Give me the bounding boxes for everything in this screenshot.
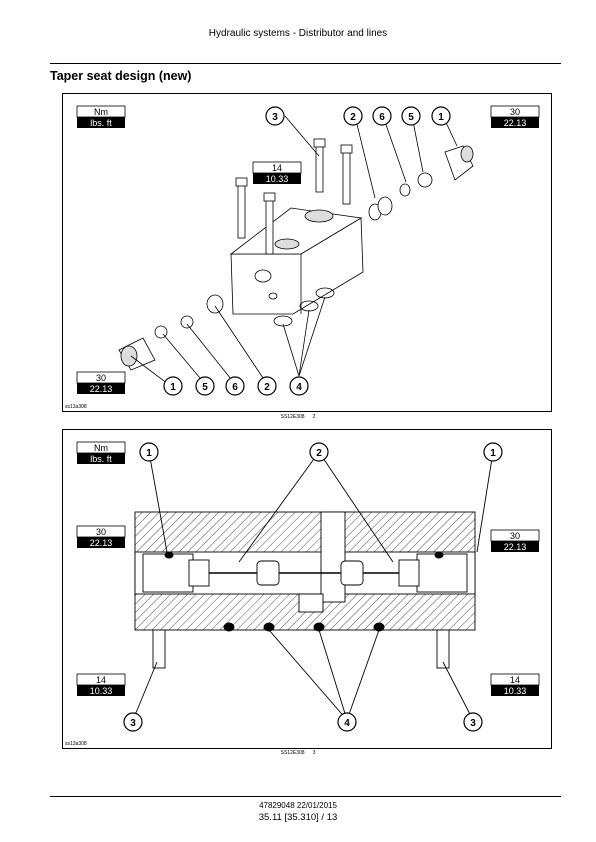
unit-legend: Nm lbs. ft 30 22.13 14 10.33 30 22.13 [76,105,540,394]
callout-top-2: 2 [350,112,356,123]
page-header-title: Hydraulic systems - Distributor and line… [208,28,388,39]
figure-1-caption-number: 2 [312,414,316,420]
exploded-drawing [118,115,474,385]
callout-bottom-right: 3 [470,718,476,729]
torque-a-nm: 30 [510,107,520,117]
callout-bottom-4: 2 [264,382,270,393]
callout-top-3: 6 [379,112,385,123]
torque-bottom-left-nm: 14 [96,675,106,685]
callout-top-center: 2 [316,448,322,459]
torque-left-lbsft: 22.13 [90,538,113,548]
figure-code: ss13a308 [65,404,87,410]
callout-top-left: 1 [146,448,152,459]
torque-left-nm: 30 [96,527,106,537]
torque-b-lbsft: 10.33 [266,174,289,184]
footer-doc-id: 47829048 22/01/2015 [259,801,337,810]
unit-nm-label: Nm [94,107,108,117]
unit-lbsft-label: lbs. ft [90,118,112,128]
torque-layer-2: Nm lbs. ft 30 22.13 30 22.13 14 10.33 14… [76,441,540,696]
torque-bottom-right-nm: 14 [510,675,520,685]
callout-bottom-1: 1 [170,382,176,393]
footer-rule [50,796,561,797]
callout-top-5: 1 [438,112,444,123]
section-drawing [132,451,494,721]
figure-cross-section: Nm lbs. ft 30 22.13 30 22.13 14 10.33 14… [62,429,552,749]
callout-bottom-center: 4 [344,718,350,729]
callout-layer-2: 1 2 1 3 4 3 [123,442,503,732]
figure-code-2: ss13a308 [65,741,87,747]
callout-bottom-left: 3 [130,718,136,729]
callout-bottom-2: 5 [202,382,208,393]
callout-top-right: 1 [490,448,496,459]
callout-bottom-5: 4 [296,382,302,393]
figure-1-caption-code: SS12E308 [280,414,305,420]
torque-a-lbsft: 22.13 [504,118,527,128]
figure-2-caption-code: SS12E308 [280,750,305,756]
unit-nm-label-2: Nm [94,443,108,453]
torque-bottom-left-lbsft: 10.33 [90,686,113,696]
callout-top-1: 3 [272,112,278,123]
figure-2-caption-number: 3 [312,750,316,756]
callout-top-4: 5 [408,112,414,123]
torque-c-nm: 30 [96,373,106,383]
torque-b-nm: 14 [272,163,282,173]
figure-exploded-view: Nm lbs. ft 30 22.13 14 10.33 30 22.13 3 [62,93,552,412]
torque-c-lbsft: 22.13 [90,384,113,394]
unit-lbsft-label-2: lbs. ft [90,454,112,464]
figure-1-caption: SS12E308 2 [0,414,596,420]
callout-layer: 3 2 6 5 1 1 5 6 2 4 [163,106,451,396]
torque-bottom-right-lbsft: 10.33 [504,686,527,696]
callout-bottom-3: 6 [232,382,238,393]
torque-right-nm: 30 [510,531,520,541]
torque-right-lbsft: 22.13 [504,542,527,552]
footer-page-number: 35.11 [35.310] / 13 [258,812,338,823]
header-rule [50,63,561,64]
section-title: Taper seat design (new) [50,69,192,83]
figure-2-caption: SS12E308 3 [0,750,596,756]
